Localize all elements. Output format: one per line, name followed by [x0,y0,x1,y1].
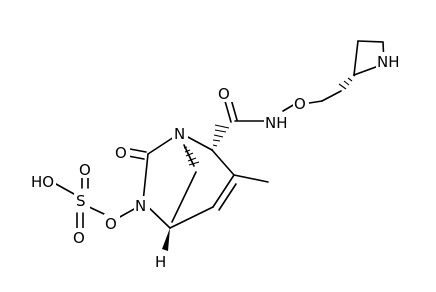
bond-n1-bridge [183,144,195,167]
hashed-wedge-c1-amide [211,124,230,152]
bond-c3-methyl [233,174,269,183]
atom-n-beta-lactam: N [135,197,146,215]
bond-c5-c4 [169,206,214,229]
bond-c4-c3-double-outer [212,174,235,208]
bond-ch2-c-azetidine [321,90,342,102]
hashed-wedge-n1-bridge [183,146,200,166]
bond-c2-n2 [142,153,149,203]
stereo-layer [162,74,356,251]
atom-o-sulfate-ester: O [105,215,117,233]
bond-c4-c3-double-inner [218,183,237,211]
bond-az-c3-c2 [353,40,359,76]
atom-o-sulfonyl-top: O [79,161,91,179]
atom-n-bridge: N [174,125,185,143]
wedge-bridgehead-h [162,228,170,251]
atom-o-amide-carbonyl: O [218,85,230,103]
atom-o-oxyamine: O [294,95,306,113]
atom-o-ring-carbonyl: O [115,144,127,162]
bond-az-c4-c3 [357,40,384,43]
bond-c1-n1 [185,135,213,151]
bond-c2-o-double-a [129,148,147,153]
bond-n1-c2 [147,136,175,155]
bond-layer [55,40,385,229]
atom-nh-amide: NH [265,114,288,132]
hashed-wedge-azetidine [338,74,356,90]
atom-o-sulfonyl-bottom: O [73,229,85,247]
bond-bridge-c5 [171,171,197,223]
bond-n2-o [117,207,137,219]
bond-amide-c-o-a [224,100,232,123]
atom-h-bridgehead: H [155,253,166,271]
atom-label-layer: N N O O S O O HO O NH O NH H [30,52,404,271]
bond-s-ho [55,183,75,195]
atom-nh-azetidine: NH [377,53,400,71]
atom-hydroxyl: HO [31,173,54,191]
bond-c3-c1 [211,149,235,176]
bond-amide-c-o-b [230,98,238,121]
atom-s-sulfur: S [76,192,86,210]
bond-c2-o-double-b [127,155,145,160]
